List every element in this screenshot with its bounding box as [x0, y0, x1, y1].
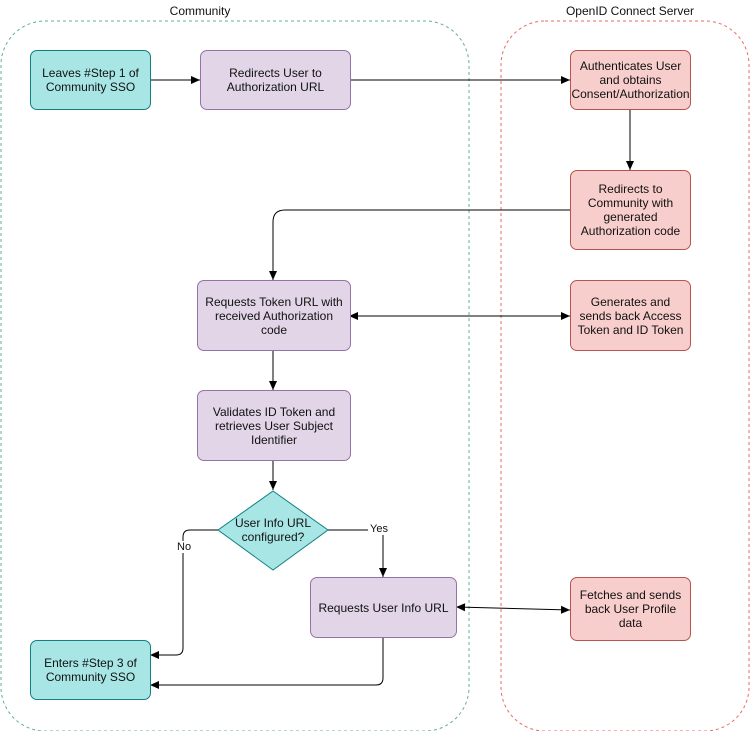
edge-user-info-to-enters: [150, 637, 384, 689]
enters-step3-node: Enters #Step 3 of Community SSO: [30, 640, 151, 700]
fetches-profile-node: Fetches and sends back User Profile data: [570, 577, 691, 641]
authenticates-user-node: Authenticates User and obtains Consent/A…: [570, 50, 691, 110]
user-info-decision-label: User Info URL configured?: [234, 516, 312, 544]
validates-token-node: Validates ID Token and retrieves User Su…: [197, 390, 351, 461]
decision-diamond: [217, 490, 329, 571]
no-edge-label: No: [175, 541, 194, 553]
edge-user-info-exchange: [456, 603, 571, 614]
edge-redirects-community-to-requests-token: [269, 209, 570, 280]
community-lane-title: Community: [169, 4, 231, 18]
redirects-auth-url-node: Redirects User to Authorization URL: [200, 50, 351, 110]
edge-decision-no: [150, 529, 218, 659]
leaves-step1-node: Leaves #Step 1 of Community SSO: [30, 50, 151, 110]
edge-decision-yes: [328, 529, 387, 577]
generates-tokens-node: Generates and sends back Access Token an…: [570, 280, 691, 351]
server-lane-title: OpenID Connect Server: [565, 4, 695, 18]
server-lane: [500, 20, 750, 731]
yes-edge-label: Yes: [368, 523, 390, 535]
redirects-community-node: Redirects to Community with generated Au…: [570, 170, 691, 250]
requests-token-node: Requests Token URL with received Authori…: [197, 280, 351, 351]
requests-user-info-node: Requests User Info URL: [310, 577, 457, 638]
